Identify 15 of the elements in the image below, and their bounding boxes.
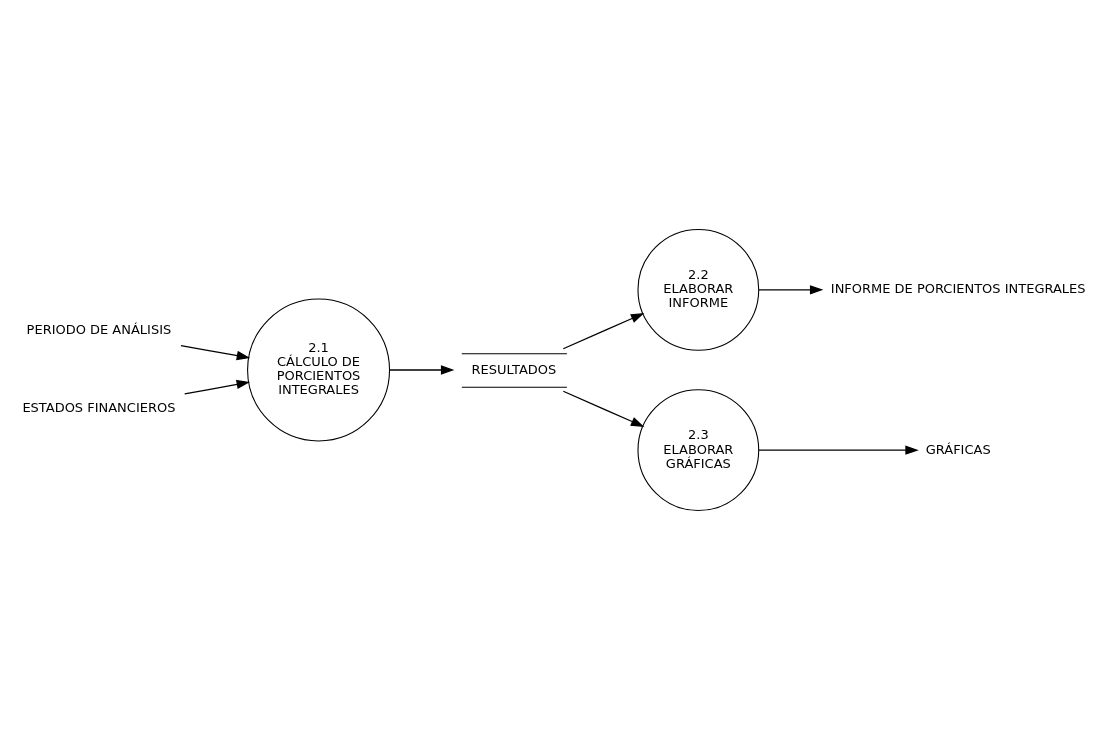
arrow — [562, 390, 645, 427]
node-text: ESTADOS FINANCIEROS — [22, 399, 176, 415]
arrow — [758, 444, 919, 455]
node-text: RESULTADOS — [471, 361, 557, 377]
node-circle: 2.2 ELABORAR INFORME — [637, 228, 760, 351]
node-text: PERIODO DE ANÁLISIS — [26, 321, 172, 337]
arrow — [389, 364, 455, 375]
node-text: INFORME DE PORCIENTOS INTEGRALES — [830, 280, 1086, 296]
node-circle: 2.3 ELABORAR GRÁFICAS — [637, 388, 760, 511]
node-text: GRÁFICAS — [925, 441, 991, 457]
arrow — [758, 284, 824, 295]
node-circle: 2.1 CÁLCULO DE PORCIENTOS INTEGRALES — [247, 298, 391, 441]
arrow — [180, 344, 251, 360]
arrow — [562, 312, 645, 349]
arrow — [184, 379, 251, 394]
